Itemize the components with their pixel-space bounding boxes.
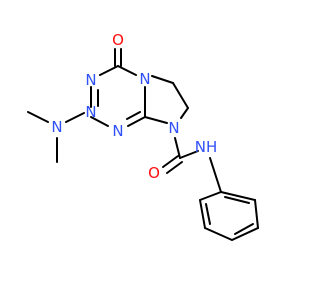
bond-camide-nh bbox=[179, 150, 199, 159]
atom-label-n2: N bbox=[112, 122, 123, 140]
bond-nme-me1 bbox=[27, 111, 49, 123]
atom-label-n5: N bbox=[139, 70, 150, 88]
bond-n1-c8a-inner bbox=[126, 111, 141, 120]
bond-camide-o-double-b bbox=[166, 161, 183, 174]
atom-label-n3: N bbox=[85, 71, 96, 89]
bond-ph-2 bbox=[199, 199, 206, 229]
atom-label-nme: N bbox=[51, 118, 62, 136]
bond-n8-camide bbox=[174, 137, 181, 159]
bond-n1-c8a bbox=[127, 116, 146, 127]
bond-ph-inner-2 bbox=[234, 223, 254, 235]
bond-c2-n1 bbox=[90, 116, 109, 127]
molecule-canvas: O N N N N N N NH O bbox=[27, 31, 259, 241]
atom-label-nh: NH bbox=[195, 138, 218, 156]
atom-labels: O N N N N N N NH O bbox=[51, 31, 217, 182]
bond-camide-o-double-a bbox=[162, 155, 179, 168]
bond-ph-inner-3 bbox=[224, 196, 250, 204]
bond-ph-1 bbox=[199, 191, 222, 201]
molecule-structure: O N N N N N N NH O bbox=[27, 31, 259, 241]
bond-c7-n8 bbox=[180, 107, 189, 119]
bond-c6-c7 bbox=[172, 82, 189, 109]
bond-nh-phenyl bbox=[209, 157, 222, 193]
atom-label-o2: O bbox=[148, 164, 160, 182]
bond-c4-n3 bbox=[99, 65, 119, 76]
bond-n5-c6 bbox=[151, 75, 174, 84]
atom-label-o1: O bbox=[112, 31, 124, 49]
bond-ph-4 bbox=[231, 227, 259, 241]
bond-ph-6 bbox=[220, 191, 256, 201]
bond-c4-n5 bbox=[117, 65, 137, 76]
bond-c2-nme bbox=[65, 112, 85, 123]
bonds bbox=[27, 48, 259, 241]
bond-ph-3 bbox=[204, 227, 233, 241]
atom-label-n1: N bbox=[85, 103, 96, 121]
bond-n8-c8a bbox=[144, 116, 168, 124]
bond-ph-inner-1 bbox=[205, 203, 211, 225]
bond-ph-5 bbox=[254, 199, 259, 229]
atom-label-n8: N bbox=[168, 119, 179, 137]
